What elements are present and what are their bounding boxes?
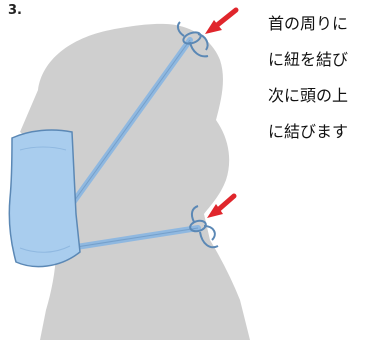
step-number: 3. [8,3,22,18]
arrow-pointer-icon [205,7,239,34]
head-silhouette [20,23,250,340]
arrow-pointer-icon [207,193,237,218]
lower-bow-knot [189,205,219,249]
face-mask [8,129,81,268]
instruction-line: 首の周りに [268,14,349,33]
instruction-line: に結びます [268,122,349,141]
instruction-line: 次に頭の上 [268,86,349,105]
instruction-line: に紐を結び [268,50,349,69]
upper-bow-knot [176,21,209,58]
instruction-text: 首の周りに に紐を結び 次に頭の上 に結びます [268,14,348,158]
